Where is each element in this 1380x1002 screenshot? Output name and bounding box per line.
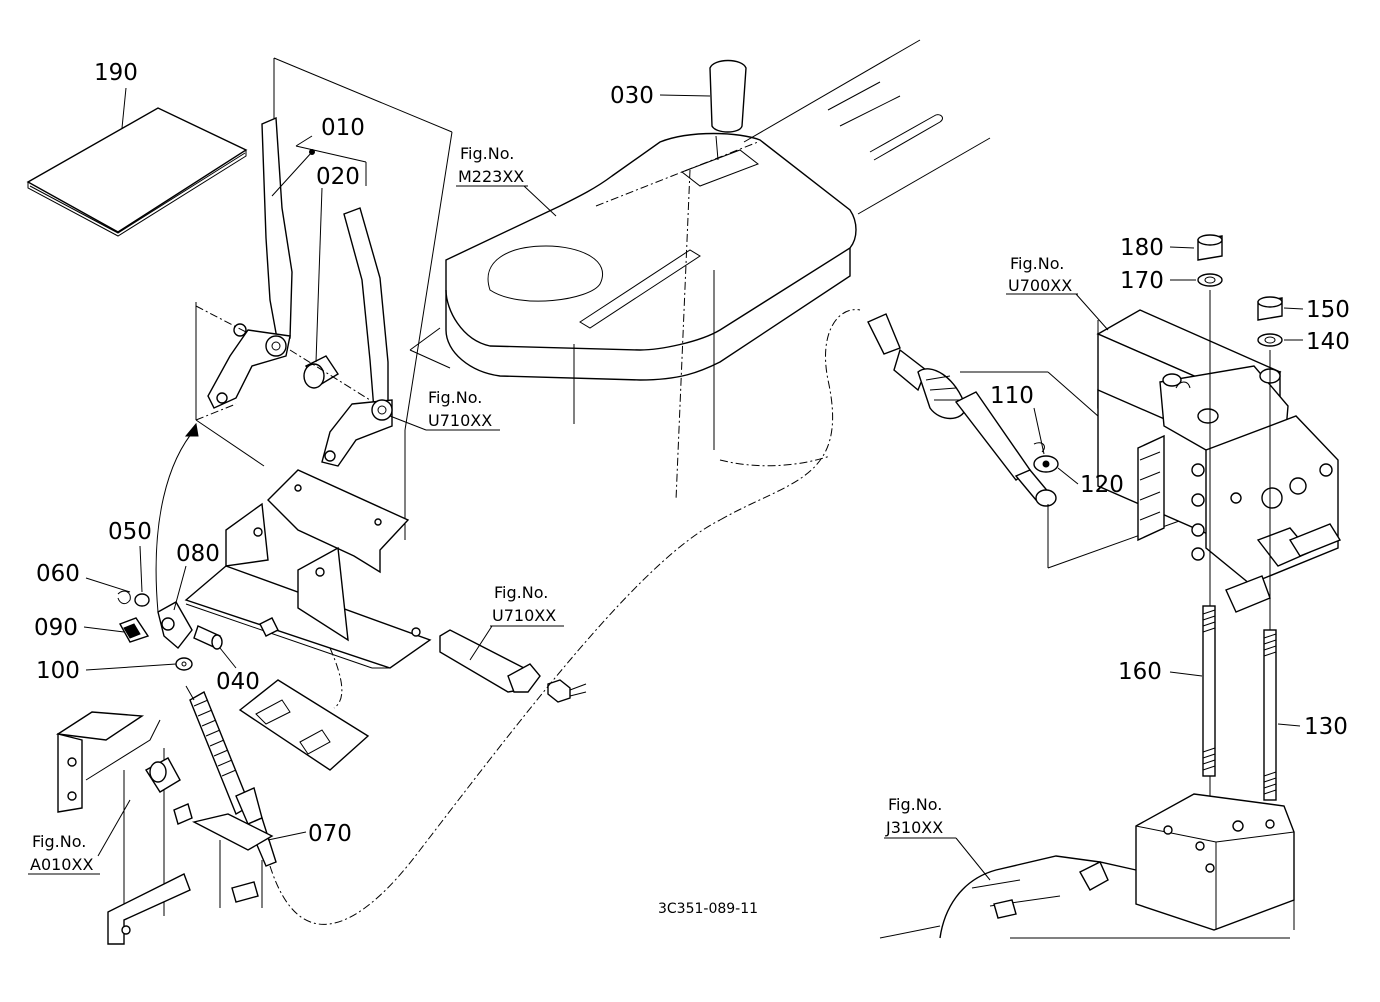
rod-assembly	[439, 629, 587, 703]
clevis-parts	[117, 590, 193, 671]
label-130: 130	[1304, 714, 1348, 740]
label-030: 030	[610, 83, 654, 109]
label-110: 110	[990, 383, 1034, 409]
fig-ref-u710-upper[interactable]: U710XX	[428, 411, 492, 430]
label-180: 180	[1120, 235, 1164, 261]
label-100: 100	[36, 658, 80, 684]
bracket-base	[184, 469, 432, 771]
fig-ref-m223[interactable]: M223XX	[458, 167, 524, 186]
fig-ref-a010-prefix: Fig.No.	[32, 832, 86, 851]
fig-ref-u700-prefix: Fig.No.	[1010, 254, 1064, 273]
fig-ref-a010[interactable]: A010XX	[30, 855, 93, 874]
label-090: 090	[34, 615, 78, 641]
label-010: 010	[321, 115, 365, 141]
fig-ref-j310-prefix: Fig.No.	[888, 795, 942, 814]
fig-ref-u710-lower[interactable]: U710XX	[492, 606, 556, 625]
label-120: 120	[1080, 472, 1124, 498]
transmission-housing	[879, 793, 1295, 939]
label-070: 070	[308, 821, 352, 847]
fig-ref-u710-upper-prefix: Fig.No.	[428, 388, 482, 407]
label-080: 080	[176, 541, 220, 567]
fig-ref-m223-prefix: Fig.No.	[460, 144, 514, 163]
manual-booklet	[26, 87, 248, 237]
label-040: 040	[216, 669, 260, 695]
control-valve	[1096, 290, 1342, 860]
label-150: 150	[1306, 297, 1350, 323]
label-060: 060	[36, 561, 80, 587]
label-140: 140	[1306, 329, 1350, 355]
drawing-code: 3C351-089-11	[658, 901, 758, 917]
part-labels: 190 010 020 030 040 050 060 070 080 090 …	[34, 60, 1350, 847]
rotation-arrow	[155, 422, 199, 613]
label-190: 190	[94, 60, 138, 86]
figure-references: Fig.No. M223XX Fig.No. U710XX Fig.No. U7…	[28, 144, 1078, 875]
fig-ref-u710-lower-prefix: Fig.No.	[494, 583, 548, 602]
label-160: 160	[1118, 659, 1162, 685]
pin-040	[193, 625, 223, 650]
leader-lines	[83, 94, 1304, 881]
studs	[1202, 605, 1277, 801]
fig-ref-u700[interactable]: U700XX	[1008, 276, 1072, 295]
label-050: 050	[108, 519, 152, 545]
label-020: 020	[316, 164, 360, 190]
lever-assembly	[195, 57, 453, 540]
nuts-and-washers	[1197, 234, 1283, 347]
label-170: 170	[1120, 268, 1164, 294]
frame-mount-a010	[56, 711, 274, 945]
fig-ref-j310[interactable]: J310XX	[885, 818, 943, 837]
console-housing	[409, 39, 991, 501]
